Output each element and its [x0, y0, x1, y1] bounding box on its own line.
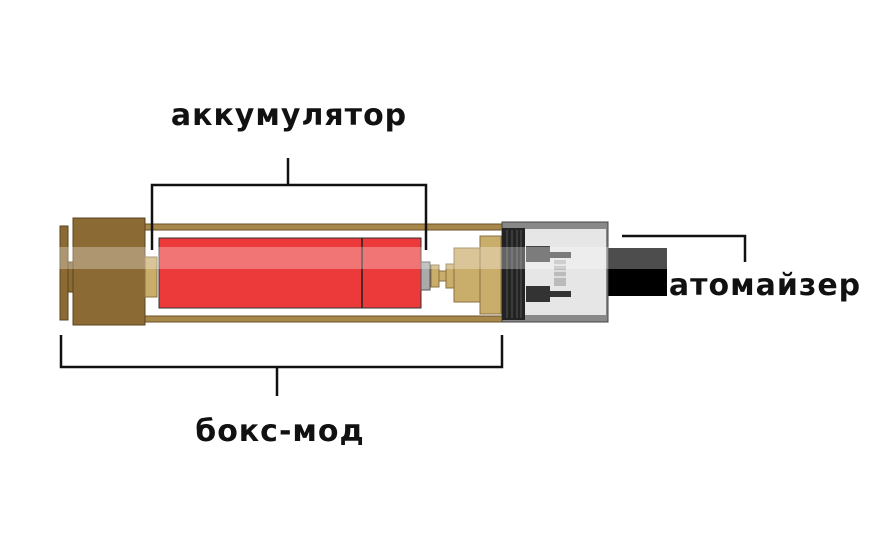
box-mod-bracket: [59, 335, 504, 396]
coil-post-top: [526, 246, 571, 262]
battery-positive-cap: [420, 261, 431, 291]
brass-block: [72, 217, 146, 326]
atomizer-leader-line: [622, 234, 747, 262]
connector-flange: [479, 235, 502, 315]
drip-tip: [604, 248, 667, 296]
highlight-band: [55, 247, 667, 269]
battery: [158, 237, 431, 309]
pin-neck: [438, 270, 447, 282]
atomizer: [501, 221, 667, 323]
connector-body: [453, 247, 481, 303]
end-plate: [59, 225, 69, 321]
atomizer-label: атомайзер: [668, 268, 862, 303]
coil-post-bottom: [526, 286, 571, 302]
atomizer-thread: [502, 228, 525, 320]
coil: [554, 260, 566, 286]
negative-contact: [144, 256, 158, 298]
battery-bracket: [150, 158, 428, 250]
connector: [430, 235, 502, 315]
bottom-rod: [139, 315, 503, 323]
top-rod: [139, 223, 503, 231]
box-mod-label: бокс-мод: [195, 414, 365, 449]
battery-label: аккумулятор: [170, 98, 408, 133]
box-mod: [59, 217, 503, 326]
